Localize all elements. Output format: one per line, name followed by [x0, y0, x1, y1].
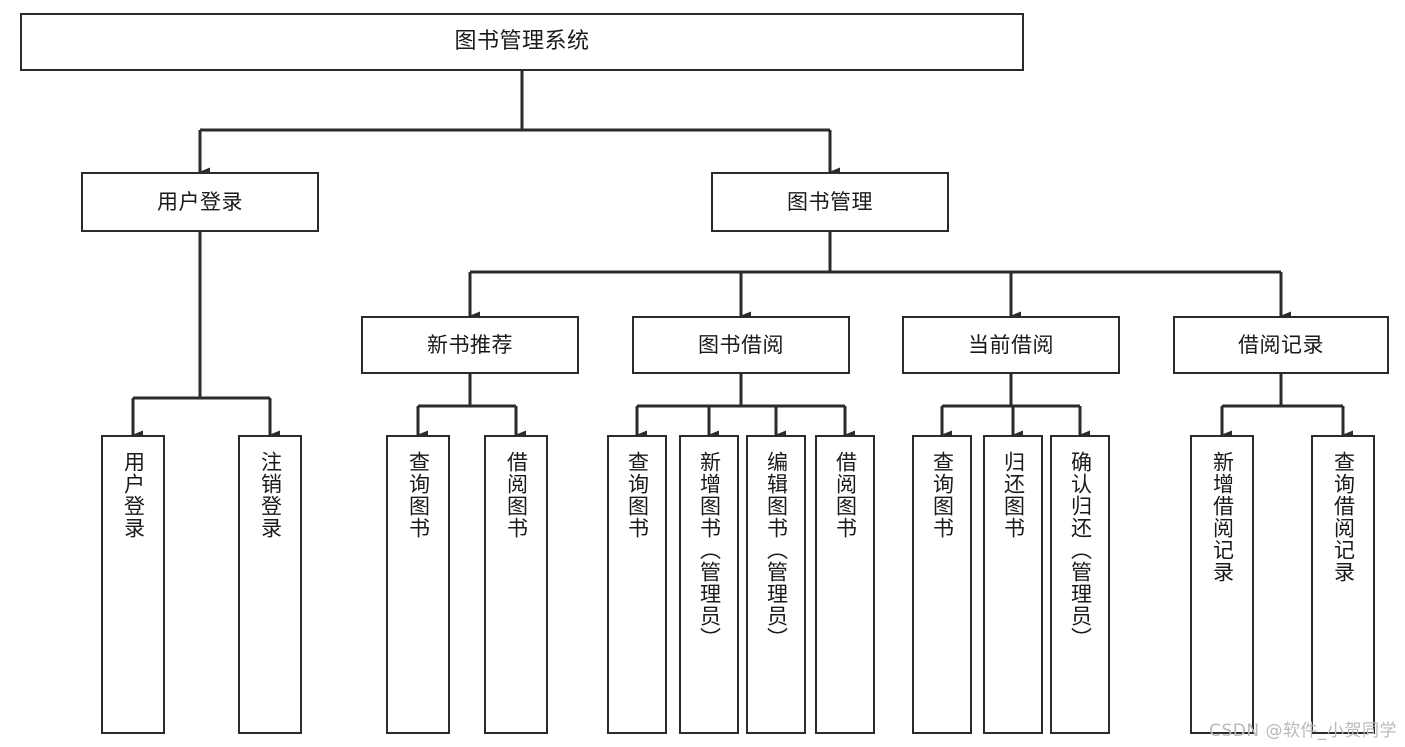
node-level3-2[interactable]: 当前借阅 — [902, 316, 1120, 374]
node-leaf-4-label: 查询图书 — [625, 451, 650, 539]
node-leaf-2[interactable]: 查询图书 — [386, 435, 450, 734]
node-leaf-8[interactable]: 查询图书 — [912, 435, 972, 734]
node-level3-2-label: 当前借阅 — [968, 332, 1054, 357]
node-leaf-1-label: 注销登录 — [258, 451, 283, 539]
node-leaf-4[interactable]: 查询图书 — [607, 435, 667, 734]
node-leaf-12[interactable]: 查询借阅记录 — [1311, 435, 1375, 734]
node-leaf-6[interactable]: 编辑图书（管理员） — [746, 435, 806, 734]
node-leaf-9-label: 归还图书 — [1001, 451, 1026, 539]
node-leaf-11[interactable]: 新增借阅记录 — [1190, 435, 1254, 734]
node-level3-0-label: 新书推荐 — [427, 332, 513, 357]
node-leaf-2-label: 查询图书 — [406, 451, 431, 539]
node-leaf-8-label: 查询图书 — [930, 451, 955, 539]
node-level2-1[interactable]: 图书管理 — [711, 172, 949, 232]
node-leaf-7-label: 借阅图书 — [833, 451, 858, 539]
node-level2-0-label: 用户登录 — [157, 189, 243, 214]
node-level2-1-label: 图书管理 — [787, 189, 873, 214]
node-root-label: 图书管理系统 — [454, 29, 590, 55]
node-leaf-5-label: 新增图书（管理员） — [697, 451, 722, 649]
node-leaf-10-label: 确认归还（管理员） — [1068, 451, 1093, 649]
node-leaf-11-label: 新增借阅记录 — [1210, 451, 1235, 583]
node-level3-1[interactable]: 图书借阅 — [632, 316, 850, 374]
node-level3-3[interactable]: 借阅记录 — [1173, 316, 1389, 374]
node-leaf-0-label: 用户登录 — [121, 451, 146, 539]
node-leaf-3[interactable]: 借阅图书 — [484, 435, 548, 734]
node-level3-0[interactable]: 新书推荐 — [361, 316, 579, 374]
node-leaf-3-label: 借阅图书 — [504, 451, 529, 539]
node-leaf-12-label: 查询借阅记录 — [1331, 451, 1356, 583]
node-root[interactable]: 图书管理系统 — [20, 13, 1024, 71]
node-level3-3-label: 借阅记录 — [1238, 332, 1324, 357]
node-leaf-5[interactable]: 新增图书（管理员） — [679, 435, 739, 734]
node-leaf-10[interactable]: 确认归还（管理员） — [1050, 435, 1110, 734]
node-leaf-0[interactable]: 用户登录 — [101, 435, 165, 734]
node-leaf-9[interactable]: 归还图书 — [983, 435, 1043, 734]
csdn-watermark: CSDN @软件_小贺同学 — [1209, 721, 1397, 741]
node-leaf-1[interactable]: 注销登录 — [238, 435, 302, 734]
node-level3-1-label: 图书借阅 — [698, 332, 784, 357]
node-leaf-7[interactable]: 借阅图书 — [815, 435, 875, 734]
node-leaf-6-label: 编辑图书（管理员） — [764, 451, 789, 649]
node-level2-0[interactable]: 用户登录 — [81, 172, 319, 232]
